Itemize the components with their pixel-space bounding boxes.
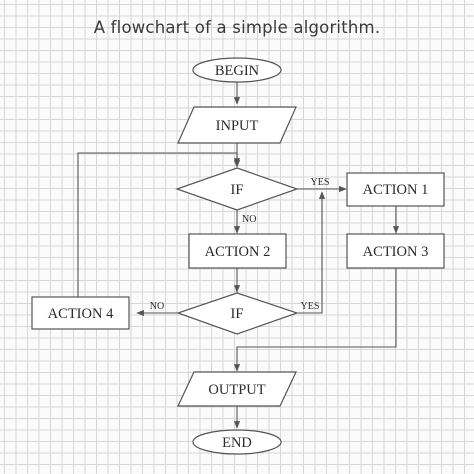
node-output-label: OUTPUT	[208, 382, 265, 398]
edge-if2-yes-loop	[297, 191, 326, 314]
node-action1-label: ACTION 1	[363, 182, 429, 198]
diagram-title: A flowchart of a simple algorithm.	[93, 18, 381, 37]
node-input: INPUT	[177, 106, 297, 144]
node-action4-label: ACTION 4	[48, 306, 114, 322]
edge-label-if1-yes: YES	[311, 177, 330, 188]
node-action2-label: ACTION 2	[205, 244, 271, 260]
edge-label-if1-no: NO	[242, 214, 256, 225]
connectors	[77, 82, 400, 429]
node-input-label: INPUT	[216, 118, 259, 134]
node-end-label: END	[222, 435, 252, 451]
node-action1: ACTION 1	[346, 172, 445, 207]
node-action4: ACTION 4	[31, 296, 130, 330]
node-if2: IF	[176, 292, 299, 335]
edge-label-if2-no: NO	[150, 301, 164, 312]
node-begin: BEGIN	[192, 57, 282, 83]
node-output: OUTPUT	[177, 371, 297, 407]
node-if1: IF	[175, 167, 299, 211]
node-begin-label: BEGIN	[215, 63, 260, 79]
node-action2: ACTION 2	[188, 233, 287, 269]
node-end: END	[192, 429, 282, 455]
edge-label-if2-yes: YES	[301, 301, 320, 312]
edge-action3-output	[233, 268, 397, 372]
node-if1-label: IF	[231, 182, 244, 198]
node-action3-label: ACTION 3	[363, 244, 429, 260]
node-if2-label: IF	[231, 306, 244, 322]
node-action3: ACTION 3	[346, 233, 445, 269]
edge-action4-loop	[77, 152, 241, 297]
